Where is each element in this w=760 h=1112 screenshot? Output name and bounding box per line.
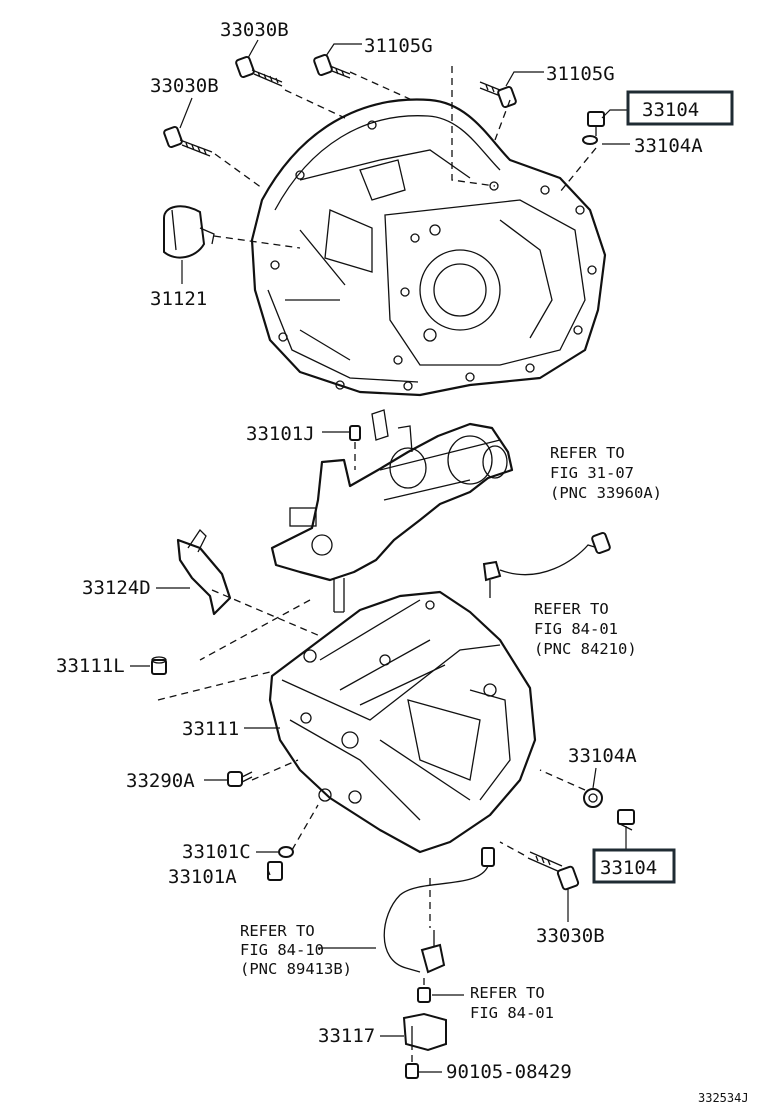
label-31105g-top: 31105G [364,35,433,57]
diagram-code: 332534J [698,1091,749,1105]
bolt-33030b-bottom [527,851,580,891]
plug-33104-bottom [617,809,635,831]
label-33290a: 33290A [126,770,195,792]
ref-3107-line2: FIG 31-07 [550,464,634,482]
ref-8410-line1: REFER TO [240,922,315,940]
highlighted-33104-bottom: 33104 [592,848,676,884]
label-33101c: 33101C [182,841,251,863]
guide-lines-top [213,66,597,249]
reference-fig-84-01-b: REFER TO FIG 84-01 [470,984,554,1022]
reference-fig-84-01-a: REFER TO FIG 84-01 (PNC 84210) [534,600,637,658]
transmission-case [268,590,537,854]
label-33104a-top: 33104A [634,135,703,157]
label-33104-top: 33104 [642,99,699,121]
reference-fig-84-10: REFER TO FIG 84-10 (PNC 89413B) [240,922,352,978]
bracket-33117 [402,1012,447,1052]
ref-8401a-line2: FIG 84-01 [534,620,618,638]
shift-lever-assembly [270,409,514,613]
speed-sensor-89413b [383,847,495,974]
label-33104a-bottom: 33104A [568,745,637,767]
label-33111: 33111 [182,718,239,740]
bolt-33030b-left [163,125,213,157]
pin-33101a [267,861,283,881]
label-33101j: 33101J [246,423,315,445]
leader-lines [130,39,630,1073]
pin-33101j [349,425,361,441]
ref-8410-line3: (PNC 89413B) [240,960,352,978]
plug-33290a [227,771,253,787]
bracket-33124d [176,528,232,616]
gasket-33104a-top [582,135,598,145]
reference-fig-31-07: REFER TO FIG 31-07 (PNC 33960A) [550,444,662,502]
label-33111l: 33111L [56,655,125,677]
bolt-33030b-top [235,55,283,87]
label-33117: 33117 [318,1025,375,1047]
bolt-31105g-right [479,81,517,109]
ref-3107-line3: (PNC 33960A) [550,484,662,502]
guide-lines-middle [157,442,356,701]
pin-33111l [151,656,167,675]
ref-8401b-line2: FIG 84-01 [470,1004,554,1022]
label-33104-bottom: 33104 [600,857,657,879]
guide-lines-bottom [251,759,586,1062]
label-33030b-bottom: 33030B [536,925,605,947]
ref-8410-line2: FIG 84-10 [240,941,324,959]
highlight-box-bottom [592,848,676,884]
ref-8401a-line3: (PNC 84210) [534,640,637,658]
plug-33104-top [587,111,605,136]
ref-8401a-line1: REFER TO [534,600,609,618]
ref-3107-line1: REFER TO [550,444,625,462]
highlighted-33104-top: 33104 [626,90,734,126]
label-33030b-top: 33030B [220,19,289,41]
label-33124d: 33124D [82,577,151,599]
bolt-84-01 [417,987,431,1003]
label-33101a: 33101A [168,866,237,888]
ring-33101c [278,846,294,858]
bolt-31105g-top [313,53,351,79]
gasket-33104a-bottom [583,788,603,808]
label-31105g-right: 31105G [546,63,615,85]
label-33030b-left: 33030B [150,75,219,97]
part-labels: 33030B 31105G 31105G 33030B 33104A 31121… [56,19,703,1083]
breather-31121 [163,205,215,259]
ref-8401b-line1: REFER TO [470,984,545,1002]
sensor-84210 [482,531,611,598]
label-90105-08429: 90105-08429 [446,1061,572,1083]
highlight-box-top [626,90,734,126]
label-31121: 31121 [150,288,207,310]
transaxle-housing [250,98,607,397]
bolt-90105-08429 [405,1063,419,1079]
